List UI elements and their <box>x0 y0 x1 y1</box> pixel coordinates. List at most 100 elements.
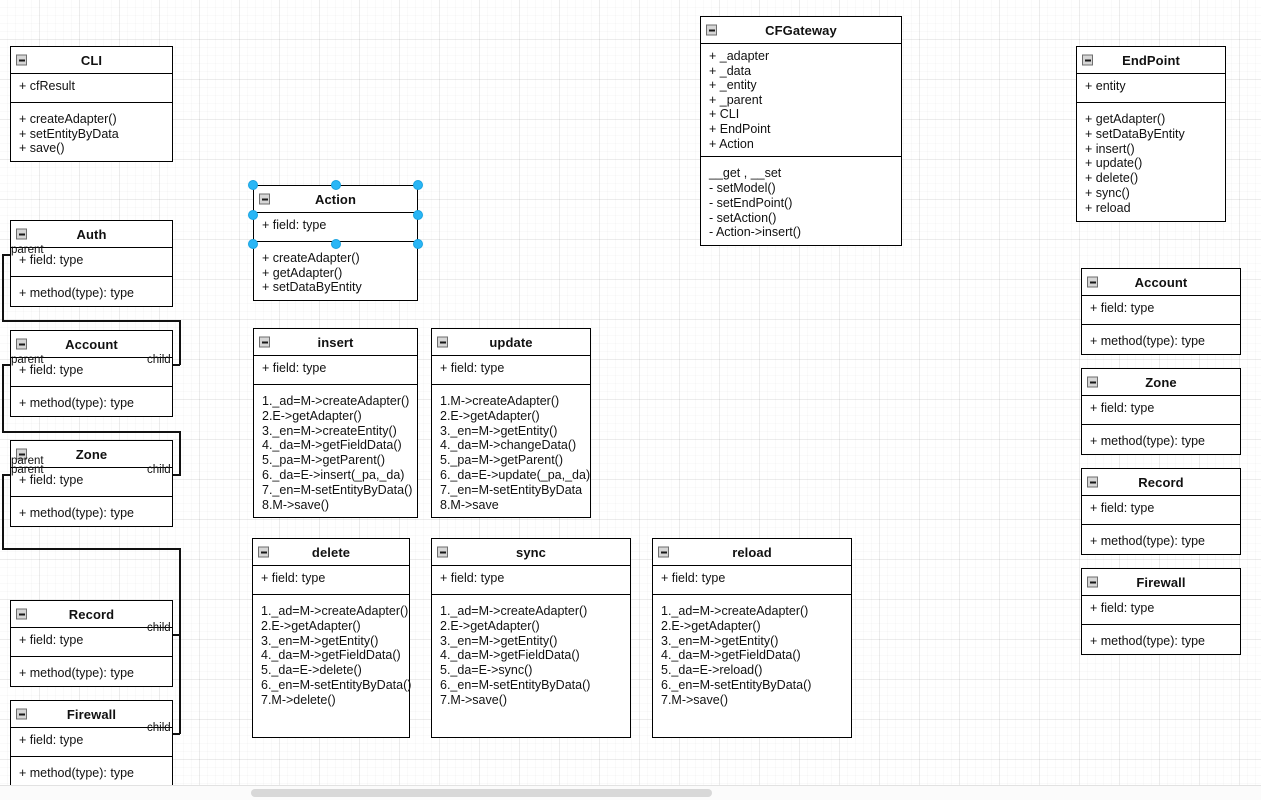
uml-class-zone-right[interactable]: Zone+ field: type+ method(type): type <box>1081 368 1241 455</box>
operation-row: + method(type): type <box>1090 434 1205 448</box>
resize-handle-bottom-left[interactable] <box>248 180 258 190</box>
uml-class-firewall-right[interactable]: Firewall+ field: type+ method(type): typ… <box>1081 568 1241 655</box>
operation-row: - Action->insert() <box>709 225 802 240</box>
collapse-minus-icon[interactable] <box>706 24 717 36</box>
operation-row: + method(type): type <box>1090 534 1205 548</box>
class-header: update <box>432 329 590 356</box>
operation-row: + getAdapter() <box>262 265 343 280</box>
collapse-minus-icon[interactable] <box>1082 54 1093 66</box>
edge-segment <box>179 320 181 365</box>
uml-class-account-left[interactable]: Account+ field: type+ method(type): type <box>10 330 173 417</box>
operation-row: 4._da=M->getFieldData() <box>440 648 580 663</box>
scrollbar-thumb[interactable] <box>251 789 712 797</box>
resize-handle-bottom-right[interactable] <box>413 180 423 190</box>
operation-row: + reload <box>1085 200 1131 215</box>
operations-compartment: 1._ad=M->createAdapter()2.E->getAdapter(… <box>653 594 851 713</box>
attribute-row: + Action <box>709 136 754 151</box>
collapse-minus-icon[interactable] <box>259 193 270 205</box>
uml-class-record-right[interactable]: Record + field: type + method(type): type <box>1081 468 1241 555</box>
operation-row: 5._da=E->reload() <box>661 663 763 678</box>
horizontal-scrollbar[interactable] <box>0 785 1261 800</box>
operations-compartment: + createAdapter()+ setEntityByData+ save… <box>11 102 172 161</box>
edge-segment <box>2 254 4 322</box>
operation-row: 8.M->save() <box>262 497 330 512</box>
attribute-row: + EndPoint <box>709 121 771 136</box>
operation-row: + method(type): type <box>19 506 134 520</box>
resize-handle-bottom-center[interactable] <box>330 180 341 190</box>
operations-compartment: 1._ad=M->createAdapter()2.E->getAdapter(… <box>254 384 417 518</box>
edge-segment <box>179 634 181 734</box>
collapse-minus-icon[interactable] <box>658 546 669 558</box>
collapse-minus-icon[interactable] <box>259 336 270 348</box>
operation-row: 4._da=M->getFieldData() <box>661 648 801 663</box>
resize-handle-top-center[interactable] <box>330 239 341 249</box>
resize-handle-mid-left[interactable] <box>248 209 258 220</box>
operations-compartment: + method(type): type <box>1082 624 1240 654</box>
operations-compartment: + method(type): type <box>11 756 172 786</box>
operation-row: 6._en=M-setEntityByData() <box>261 677 412 692</box>
operation-row: 2.E->getAdapter() <box>661 618 761 633</box>
operations-compartment: + method(type): type <box>1082 324 1240 354</box>
collapse-minus-icon[interactable] <box>16 608 27 620</box>
resize-handle-mid-right[interactable] <box>413 209 423 220</box>
collapse-minus-icon[interactable] <box>16 228 27 240</box>
collapse-minus-icon[interactable] <box>1087 576 1098 588</box>
collapse-minus-icon[interactable] <box>1087 276 1098 288</box>
operations-compartment: + method(type): type <box>11 276 172 306</box>
attributes-compartment: + field: type <box>1082 496 1240 524</box>
uml-class-cli[interactable]: CLI+ cfResult+ createAdapter()+ setEntit… <box>10 46 173 162</box>
attribute-row: + field: type <box>19 363 84 377</box>
class-name: Record <box>68 607 115 622</box>
operations-compartment: + method(type): type <box>11 656 172 686</box>
attributes-compartment: + field: type <box>254 213 417 241</box>
collapse-minus-icon[interactable] <box>16 448 27 460</box>
collapse-minus-icon[interactable] <box>437 546 448 558</box>
attributes-compartment: + field: type <box>11 728 172 756</box>
collapse-minus-icon[interactable] <box>16 54 27 66</box>
attributes-compartment: + field: type <box>254 356 417 384</box>
attribute-row: + field: type <box>262 361 327 375</box>
uml-class-cfgateway[interactable]: CFGateway+ _adapter+ _data+ _entity+ _pa… <box>700 16 902 247</box>
operation-row: + setDataByEntity <box>1085 126 1185 141</box>
uml-class-auth[interactable]: Auth+ field: type+ method(type): type <box>10 220 173 307</box>
operations-compartment: + method(type): type <box>1082 524 1240 554</box>
class-header: sync <box>432 539 630 566</box>
operation-row: 2.E->getAdapter() <box>262 408 362 423</box>
attribute-row: + CLI <box>709 107 740 122</box>
edge-label-child: child <box>147 354 171 366</box>
attributes-compartment: + field: type <box>1082 596 1240 624</box>
operation-row: + method(type): type <box>19 766 134 780</box>
operation-row: 6._en=M-setEntityByData() <box>440 677 591 692</box>
uml-class-endpoint[interactable]: EndPoint+ entity+ getAdapter()+ setDataB… <box>1076 46 1226 222</box>
operation-row: 7.M->save() <box>440 692 508 707</box>
attribute-row: + entity <box>1085 79 1126 93</box>
operation-row: + setEntityByData <box>19 126 119 141</box>
uml-class-zone-left[interactable]: Zone+ field: type+ method(type): type <box>10 440 173 527</box>
collapse-minus-icon[interactable] <box>437 336 448 348</box>
collapse-minus-icon[interactable] <box>1087 376 1098 388</box>
uml-class-firewall-left[interactable]: Firewall + field: type + method(type): typ… <box>10 700 173 787</box>
resize-handle-top-left[interactable] <box>248 239 258 249</box>
collapse-minus-icon[interactable] <box>258 546 269 558</box>
uml-class-action[interactable]: Action+ field: type+ createAdapter()+ ge… <box>253 185 418 301</box>
uml-class-account-right[interactable]: Account+ field: type+ method(type): type <box>1081 268 1241 355</box>
operation-row: + insert() <box>1085 141 1135 156</box>
class-name: update <box>489 335 533 350</box>
edge-label-child: child <box>147 622 171 634</box>
uml-class-record-left[interactable]: Record+ field: type+ method(type): type <box>10 600 173 687</box>
class-name: Record <box>1138 475 1184 490</box>
class-name: Firewall <box>66 707 117 722</box>
collapse-minus-icon[interactable] <box>16 338 27 350</box>
collapse-minus-icon[interactable] <box>1087 476 1098 488</box>
collapse-minus-icon[interactable] <box>16 708 27 720</box>
attribute-row: + _entity <box>709 78 757 93</box>
operation-row: + method(type): type <box>1090 634 1205 648</box>
operation-row: 3._en=M->getEntity() <box>261 633 379 648</box>
resize-handle-top-right[interactable] <box>413 239 423 249</box>
